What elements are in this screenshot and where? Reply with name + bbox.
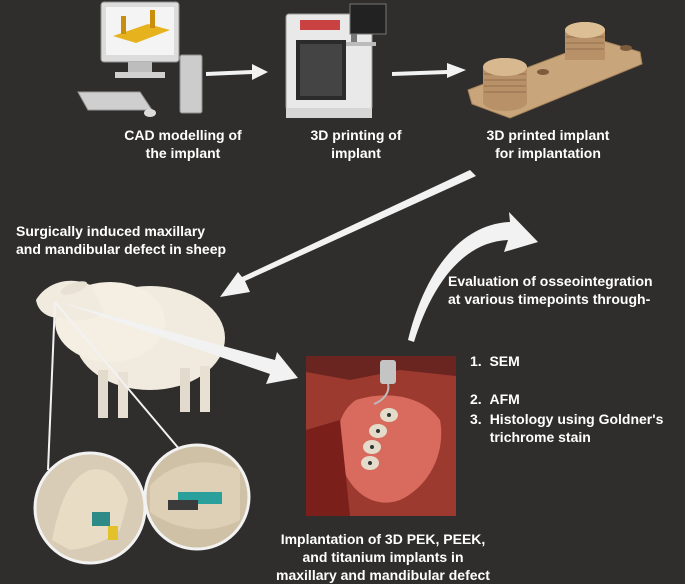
cad-modelling-label: CAD modelling of the implant (124, 127, 242, 161)
implantation-label: Implantation of 3D PEK, PEEK, and titani… (276, 531, 490, 583)
method-item: 3. Histology using Goldner's trichrome st… (470, 410, 680, 446)
printed-implant-label: 3D printed implant for implantation (486, 127, 610, 161)
defect-label: Surgically induced maxillary and mandibu… (16, 223, 227, 257)
method-number: 3. (470, 411, 482, 427)
3d-printing-label: 3D printing of implant (310, 127, 402, 161)
arrow-sheep-to-surgery (60, 302, 298, 384)
arrow-printer-to-implant (392, 63, 466, 78)
method-text: SEM (489, 353, 520, 369)
evaluation-label: Evaluation of osseointegration at variou… (448, 273, 653, 307)
method-item: 1. SEM (470, 334, 680, 370)
method-text: AFM (489, 391, 520, 407)
curved-arrow-to-evaluation (408, 212, 538, 342)
3d-printer-icon (285, 3, 387, 118)
method-item: 2. AFM (470, 372, 680, 408)
method-number: 2. (470, 391, 482, 407)
method-text: Histology using Goldner's trichrome stai… (489, 411, 664, 445)
printed-implant-icon (467, 22, 643, 119)
surgical-photo (306, 356, 456, 516)
arrow-implant-to-sheep (220, 170, 476, 297)
maxilla-zoom-circle (143, 443, 251, 551)
zoom-connector-lines (47, 301, 181, 471)
sheep-illustration (36, 280, 225, 418)
mandible-zoom-circle (33, 451, 147, 565)
method-number: 1. (470, 353, 482, 369)
arrow-cad-to-printer (206, 64, 268, 80)
cad-computer-icon (77, 1, 203, 117)
